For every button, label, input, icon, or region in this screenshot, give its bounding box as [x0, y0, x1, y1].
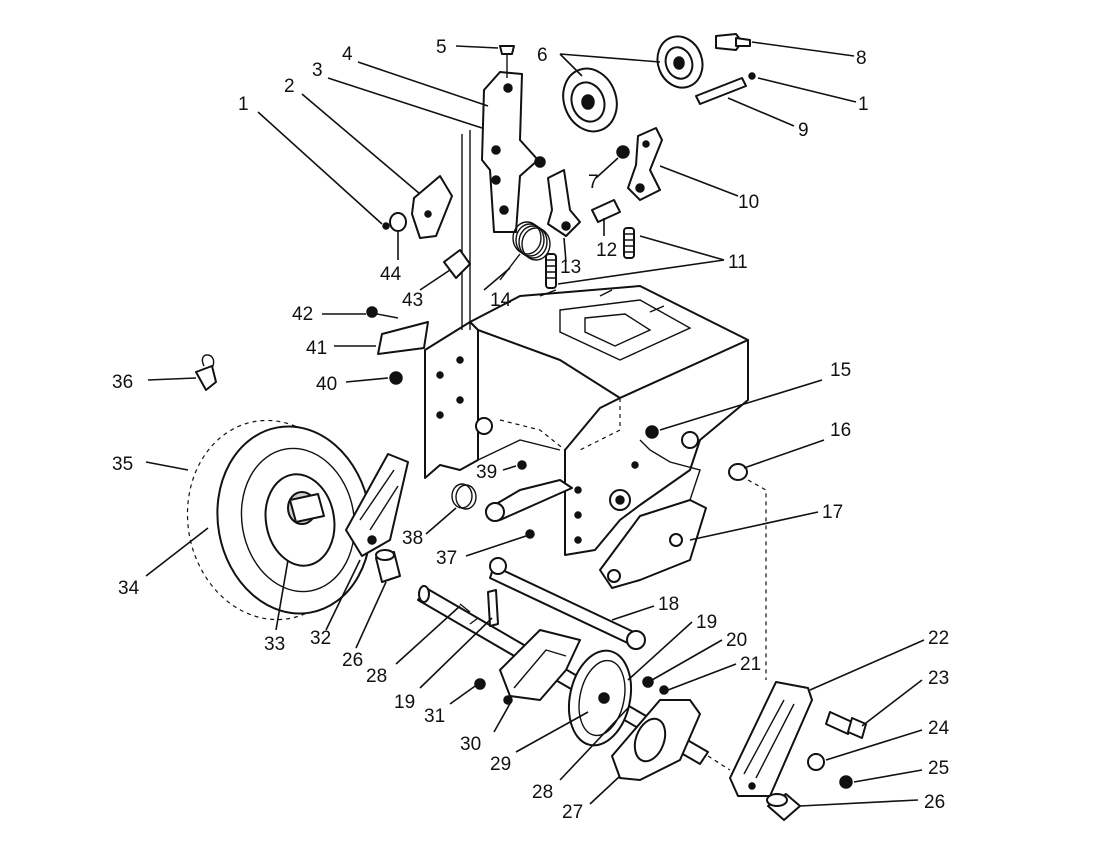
callout-label: 6: [537, 45, 548, 66]
callout-label: 10: [738, 192, 759, 213]
wheel-hub-32: [345, 453, 409, 557]
callout-label: 22: [928, 628, 949, 649]
washer-21: [659, 685, 669, 695]
alignment-line-axle: [707, 755, 731, 771]
wheel-hub-22: [729, 681, 813, 797]
hex-shaft-18: [489, 557, 646, 650]
alignment-line-right: [747, 479, 767, 680]
callout-label: 28: [532, 782, 553, 803]
callout-label: 12: [596, 240, 617, 261]
frame-housing: [424, 285, 749, 556]
friction-bracket-17: [599, 431, 707, 589]
idler-pulley-left: [562, 67, 618, 133]
screw-25: [839, 775, 853, 789]
callout-label: 36: [112, 372, 133, 393]
callout-label: 34: [118, 578, 140, 599]
washer-44: [389, 212, 407, 232]
callout-label: 21: [740, 654, 761, 675]
callout-label: 7: [588, 172, 599, 193]
clevis-pin-36: [195, 354, 217, 391]
nut-31: [474, 678, 486, 690]
callout-label: 30: [460, 734, 481, 755]
callout-label: 1: [238, 94, 249, 115]
clip-43: [443, 249, 471, 279]
screw-1-left: [382, 222, 390, 230]
callout-label: 9: [798, 120, 809, 141]
callout-label: 35: [112, 454, 133, 475]
nut-7: [616, 145, 630, 159]
plate-41: [377, 321, 429, 355]
callout-label: 28: [366, 666, 387, 687]
bushing-26-left: [375, 549, 401, 583]
callout-label: 18: [658, 594, 679, 615]
bearing-housing-27: [611, 699, 701, 781]
callout-label: 16: [830, 420, 851, 441]
callout-label: 32: [310, 628, 331, 649]
callout-label: 25: [928, 758, 949, 779]
washer-24: [807, 753, 825, 771]
callout-label: 23: [928, 668, 949, 689]
callout-label: 29: [490, 754, 511, 775]
idler-pulley-right: [656, 35, 704, 89]
callout-label: 40: [316, 374, 337, 395]
bolt-23: [825, 711, 867, 739]
bolt-8: [715, 33, 751, 51]
idler-arm-13: [547, 169, 581, 237]
callout-label: 11: [728, 252, 748, 273]
pulley-bracket: [461, 45, 546, 330]
bushing-26-right: [766, 793, 801, 821]
callout-label: 2: [284, 76, 295, 97]
spacer-12: [591, 199, 621, 223]
callout-label: 5: [436, 37, 447, 58]
nut-40: [389, 371, 403, 385]
sprocket-29: [568, 649, 632, 747]
callout-label: 13: [560, 257, 581, 278]
callout-label: 14: [490, 290, 512, 311]
callout-label: 41: [306, 338, 327, 359]
extension-spring-11a: [623, 227, 635, 259]
screw-42: [366, 306, 399, 319]
callout-label: 33: [264, 634, 285, 655]
callout-label: 38: [402, 528, 423, 549]
callout-label: 37: [436, 548, 457, 569]
callout-label: 1: [858, 94, 869, 115]
callout-label: 39: [476, 462, 497, 483]
callout-label: 17: [822, 502, 843, 523]
roll-pin-19: [487, 589, 499, 627]
callout-label: 26: [924, 792, 945, 813]
callout-label: 19: [394, 692, 415, 713]
callout-label: 24: [928, 718, 950, 739]
callout-labels: 1 2 3 4 5 6 8 1 9 7 10 12 11 13 14 44 43…: [112, 37, 950, 823]
belt-guide-2: [411, 175, 453, 239]
washer-16: [728, 463, 748, 481]
shaft-9: [695, 72, 756, 105]
bushing-15: [645, 425, 659, 439]
callout-label: 43: [402, 290, 423, 311]
callout-label: 42: [292, 304, 313, 325]
callout-label: 44: [380, 264, 402, 285]
leader-lines: [145, 41, 925, 807]
extension-spring-11b: [545, 253, 557, 289]
callout-label: 31: [424, 706, 445, 727]
callout-label: 3: [312, 60, 323, 81]
callout-label: 4: [342, 44, 353, 65]
shift-linkage: [451, 460, 573, 539]
callout-label: 8: [856, 48, 867, 69]
callout-label: 19: [696, 612, 717, 633]
callout-label: 20: [726, 630, 747, 651]
callout-label: 26: [342, 650, 363, 671]
idler-arm-10: [627, 127, 663, 201]
wheel-left: [186, 419, 372, 621]
collar-20: [642, 676, 654, 688]
callout-label: 27: [562, 802, 583, 823]
callout-label: 15: [830, 360, 851, 381]
torsion-spring-14: [499, 221, 551, 281]
